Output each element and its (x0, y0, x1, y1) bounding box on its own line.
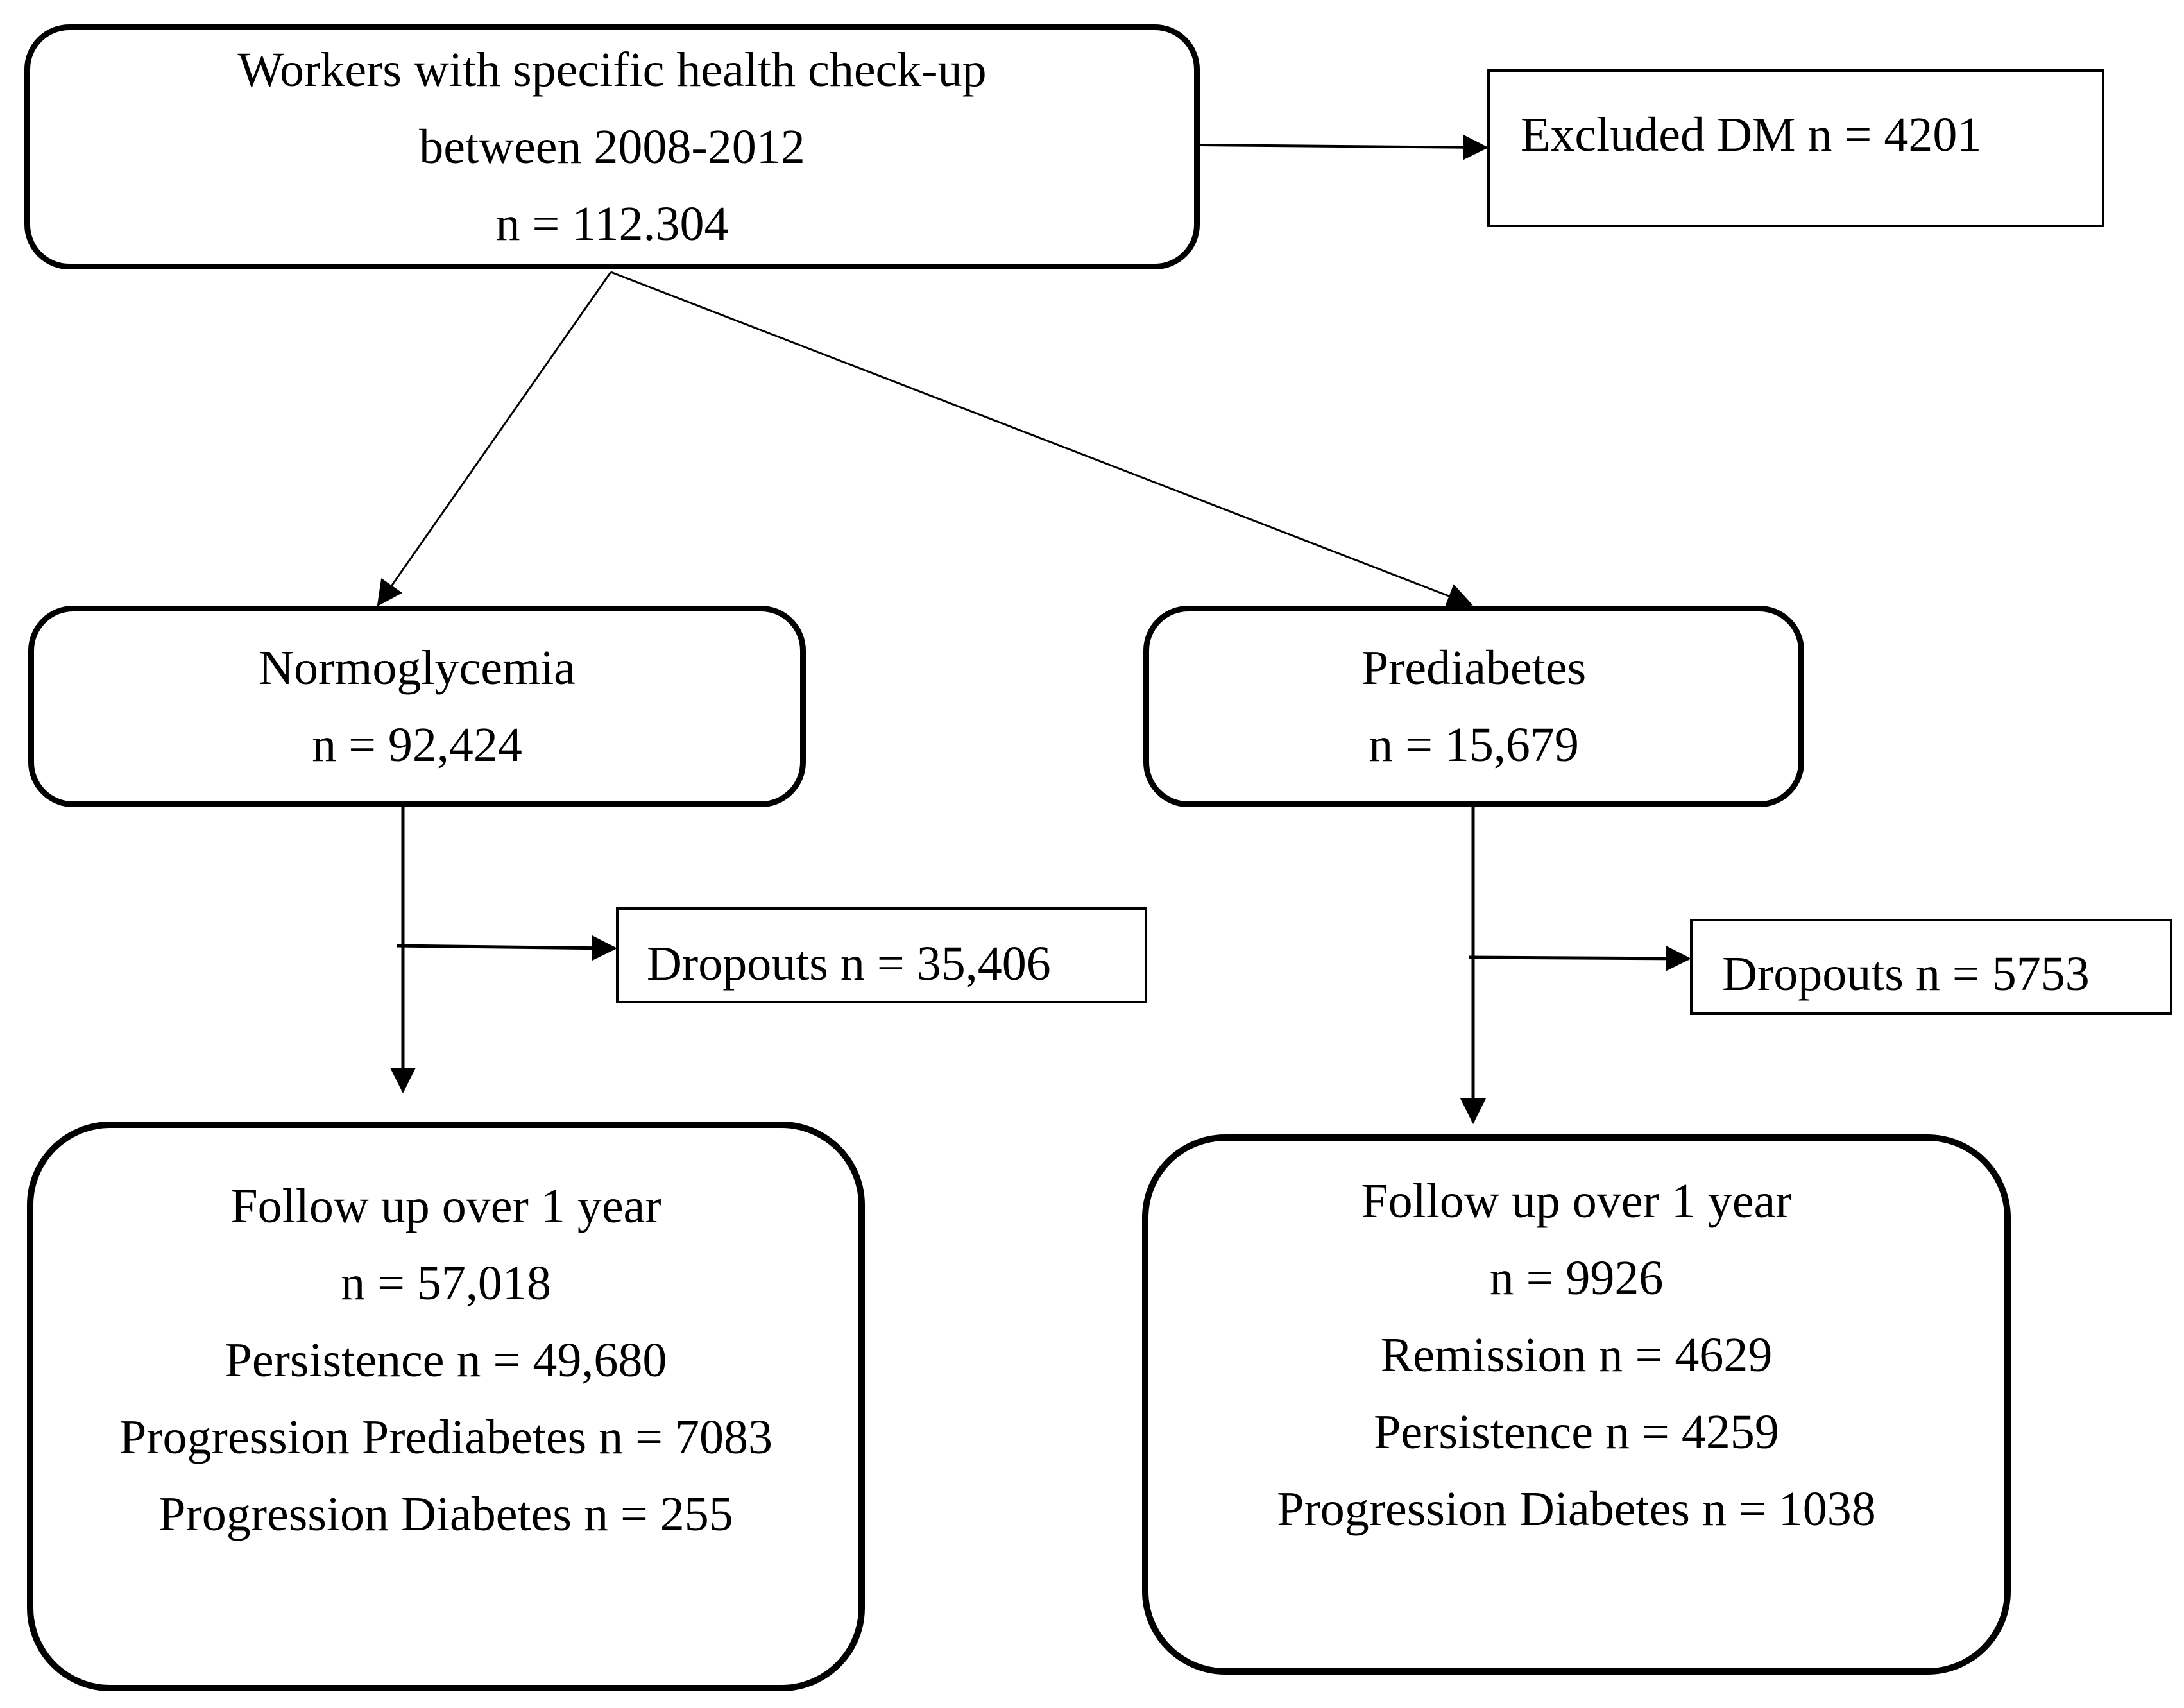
box-dropouts-left: Dropouts n = 35,406 (616, 907, 1147, 1003)
arrow-to-normoglycemia (377, 271, 612, 607)
arrow-to-dropouts-right (1469, 945, 1691, 971)
box-follow-up-prediabetes: Follow up over 1 year n = 9926 Remission… (1142, 1134, 2011, 1675)
follow-right-line-2: n = 9926 (1489, 1251, 1664, 1305)
top-line-1: Workers with specific health check-up (237, 43, 987, 97)
box-prediabetes: Prediabetes n = 15,679 (1143, 606, 1804, 807)
follow-left-line-4: Progression Prediabetes n = 7083 (119, 1410, 773, 1464)
dropouts-left-text: Dropouts n = 35,406 (647, 937, 1051, 991)
follow-right-line-5: Progression Diabetes n = 1038 (1277, 1482, 1876, 1536)
box-follow-up-normoglycemia: Follow up over 1 year n = 57,018 Persist… (27, 1122, 865, 1691)
follow-left-line-3: Persistence n = 49,680 (225, 1333, 667, 1387)
follow-right-line-1: Follow up over 1 year (1361, 1174, 1792, 1228)
follow-left-line-1: Follow up over 1 year (230, 1179, 661, 1233)
box-normoglycemia: Normoglycemia n = 92,424 (28, 606, 806, 807)
prediabetes-count: n = 15,679 (1369, 718, 1579, 772)
prediabetes-title: Prediabetes (1361, 641, 1587, 695)
follow-left-line-2: n = 57,018 (341, 1256, 551, 1310)
arrow-to-dropouts-left (396, 935, 617, 961)
excluded-text: Excluded DM n = 4201 (1521, 108, 1982, 162)
follow-left-line-5: Progression Diabetes n = 255 (158, 1487, 733, 1541)
arrow-to-prediabetes (610, 271, 1473, 608)
box-workers-checkup: Workers with specific health check-up be… (24, 24, 1200, 269)
arrow-to-excluded (1199, 134, 1489, 160)
normoglycemia-title: Normoglycemia (259, 641, 576, 695)
top-line-3: n = 112.304 (495, 197, 729, 251)
normoglycemia-count: n = 92,424 (312, 718, 522, 772)
follow-right-line-4: Persistence n = 4259 (1374, 1405, 1779, 1459)
box-dropouts-right: Dropouts n = 5753 (1690, 919, 2172, 1015)
top-line-2: between 2008-2012 (419, 120, 805, 174)
follow-right-line-3: Remission n = 4629 (1380, 1328, 1773, 1382)
dropouts-right-text: Dropouts n = 5753 (1722, 947, 2090, 1001)
box-excluded-dm: Excluded DM n = 4201 (1487, 69, 2104, 227)
